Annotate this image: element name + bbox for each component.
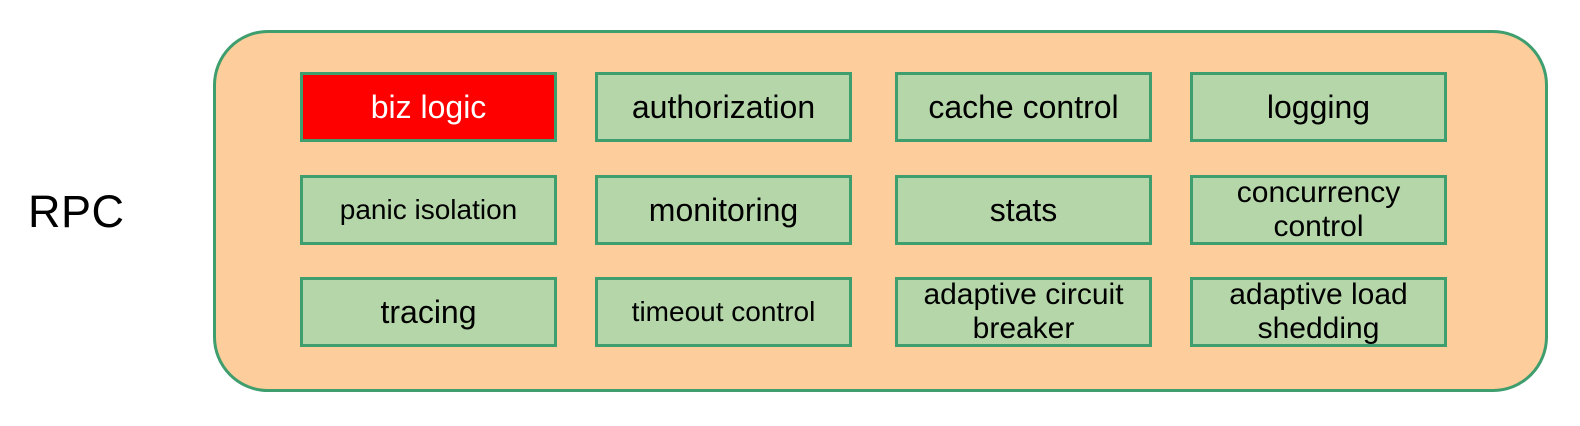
capability-label: panic isolation (339, 193, 518, 225)
capability-box-authorization[interactable]: authorization (595, 72, 852, 142)
capability-label: monitoring (648, 191, 799, 228)
capability-label: logging (1266, 88, 1371, 125)
capability-label: timeout control (631, 295, 816, 327)
capability-label: authorization (631, 88, 816, 125)
capability-label: biz logic (370, 88, 487, 125)
capability-label: concurrency control (1236, 176, 1401, 243)
capability-label: stats (989, 191, 1058, 228)
capability-label: cache control (928, 88, 1119, 125)
capability-box-logging[interactable]: logging (1190, 72, 1447, 142)
capability-box-panic-isolation[interactable]: panic isolation (300, 175, 557, 245)
capability-box-biz-logic[interactable]: biz logic (300, 72, 557, 142)
capability-box-adaptive-load-shedding[interactable]: adaptive load shedding (1190, 277, 1447, 347)
capability-label: adaptive circuit breaker (923, 278, 1124, 345)
group-label-rpc: RPC (28, 185, 125, 237)
capability-box-tracing[interactable]: tracing (300, 277, 557, 347)
capability-box-cache-control[interactable]: cache control (895, 72, 1152, 142)
capability-box-stats[interactable]: stats (895, 175, 1152, 245)
capability-label: adaptive load shedding (1229, 278, 1408, 345)
capability-box-monitoring[interactable]: monitoring (595, 175, 852, 245)
capability-box-concurrency-control[interactable]: concurrency control (1190, 175, 1447, 245)
capability-label: tracing (380, 293, 477, 330)
capability-box-timeout-control[interactable]: timeout control (595, 277, 852, 347)
capability-box-adaptive-circuit-breaker[interactable]: adaptive circuit breaker (895, 277, 1152, 347)
